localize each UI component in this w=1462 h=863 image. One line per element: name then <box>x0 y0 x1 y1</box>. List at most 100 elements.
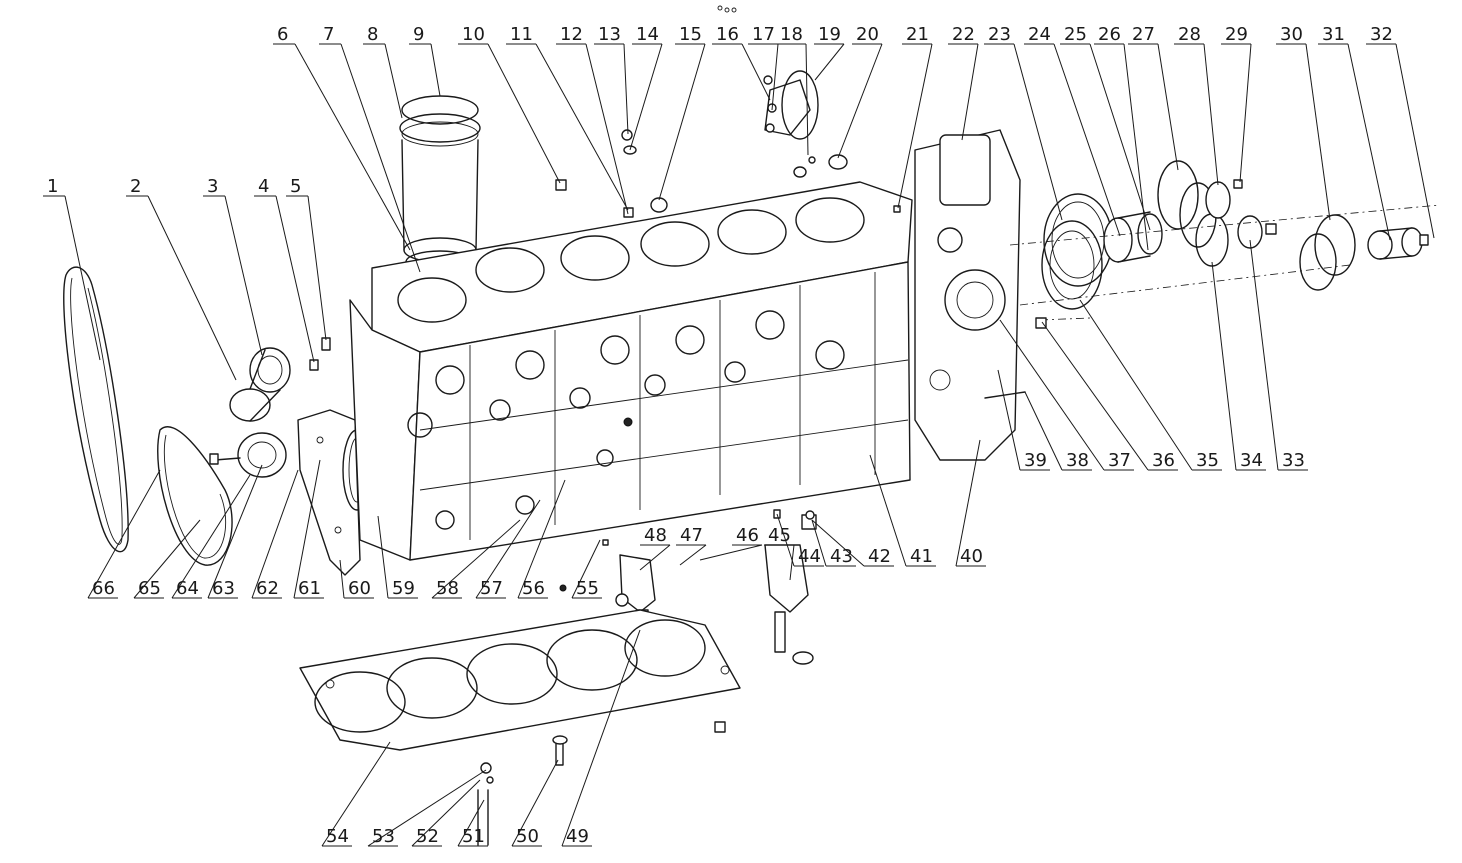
callout-leader-line <box>805 43 809 156</box>
parts-drawing <box>63 70 1441 846</box>
callout-leader-line <box>1024 391 1063 471</box>
callout-10: 10 <box>458 24 561 184</box>
callout-leader-line <box>224 195 263 356</box>
callout-31: 31 <box>1318 24 1391 241</box>
callout-45: 45 <box>764 525 795 581</box>
callout-leader-line <box>561 629 641 847</box>
callout-leader-line <box>1157 43 1179 171</box>
callout-number: 52 <box>416 826 439 847</box>
callout-60: 60 <box>339 559 374 599</box>
callout-number: 58 <box>436 578 459 599</box>
part-fitting-11 <box>623 207 634 218</box>
callout-29: 29 <box>1221 24 1252 183</box>
callout-number: 57 <box>480 578 503 599</box>
callout-leader-line <box>294 43 411 251</box>
part-tube-51 <box>477 762 494 846</box>
callout-leader-line <box>321 741 391 847</box>
callout-number: 44 <box>798 546 821 567</box>
callout-leader-line <box>1013 43 1063 221</box>
callout-number: 49 <box>566 826 589 847</box>
callout-number: 50 <box>516 826 539 847</box>
callout-23: 23 <box>984 24 1063 221</box>
callout-number: 45 <box>768 525 791 546</box>
part-cover-plate-16 <box>763 70 819 164</box>
callout-13: 13 <box>594 24 629 135</box>
callout-25: 25 <box>1060 24 1151 231</box>
callout-number: 61 <box>298 578 321 599</box>
callout-leader-line <box>811 519 827 567</box>
callout-leader-line <box>811 519 865 567</box>
callout-32: 32 <box>1366 24 1435 239</box>
part-ring-14 <box>623 145 637 155</box>
callout-leader-line <box>339 559 345 599</box>
callout-number: 40 <box>960 546 983 567</box>
callout-number: 48 <box>644 525 667 546</box>
callout-number: 64 <box>176 578 199 599</box>
callout-15: 15 <box>658 24 706 201</box>
callout-leader-line <box>869 454 907 567</box>
callout-number: 25 <box>1064 24 1087 45</box>
callout-leader-line <box>1089 43 1151 231</box>
part-bolt-50 <box>552 735 568 766</box>
callout-leader-line <box>1211 261 1237 471</box>
callout-1: 1 <box>43 176 101 361</box>
callout-number: 27 <box>1132 24 1155 45</box>
callout-28: 28 <box>1174 24 1219 186</box>
part-idler-pulley <box>209 432 287 478</box>
callout-number: 15 <box>679 24 702 45</box>
part-bolt-small <box>714 721 726 733</box>
callout-43: 43 <box>811 519 856 567</box>
callout-number: 31 <box>1322 24 1345 45</box>
callout-11: 11 <box>506 24 629 211</box>
callout-leader-line <box>1347 43 1391 241</box>
part-cap-15 <box>650 197 668 213</box>
callout-leader-line <box>679 544 707 566</box>
part-bearing-cap-45 <box>764 544 814 665</box>
callout-leader-line <box>776 513 795 567</box>
callout-63: 63 <box>207 464 263 599</box>
callout-2: 2 <box>126 176 237 381</box>
callout-19: 19 <box>814 24 845 81</box>
callout-number: 17 <box>752 24 775 45</box>
callout-number: 65 <box>138 578 161 599</box>
callout-33: 33 <box>1249 239 1308 471</box>
callout-number: 56 <box>522 578 545 599</box>
callout-leader-line <box>999 319 1105 471</box>
callout-8: 8 <box>363 24 403 119</box>
part-hub-33 <box>1237 215 1277 249</box>
callout-number: 38 <box>1066 450 1089 471</box>
part-belt-short <box>157 426 233 566</box>
callout-number: 13 <box>598 24 621 45</box>
callout-22: 22 <box>948 24 979 141</box>
callout-leader-line <box>307 195 327 341</box>
callout-leader-line <box>639 544 671 571</box>
callout-65: 65 <box>133 519 201 599</box>
callout-leader-line <box>275 195 315 363</box>
callout-leader-line <box>571 539 601 599</box>
callout-number: 23 <box>988 24 1011 45</box>
callout-number: 24 <box>1028 24 1051 45</box>
callout-leader-line <box>1249 239 1279 471</box>
callout-52: 52 <box>411 779 481 847</box>
part-shaft-31 <box>1367 227 1429 260</box>
part-bolt-36 <box>1035 317 1047 329</box>
callout-54: 54 <box>321 741 391 847</box>
callout-3: 3 <box>203 176 263 356</box>
callout-21: 21 <box>897 24 933 209</box>
callout-number: 39 <box>1024 450 1047 471</box>
callout-number: 8 <box>367 24 378 45</box>
callout-number: 7 <box>323 24 334 45</box>
callout-40: 40 <box>955 439 986 567</box>
callout-34: 34 <box>1211 261 1266 471</box>
callout-number: 26 <box>1098 24 1121 45</box>
callout-49: 49 <box>561 629 641 847</box>
callout-46: 46 <box>699 525 763 561</box>
callout-leader-line <box>517 479 566 599</box>
callout-44: 44 <box>776 513 824 567</box>
callout-number: 42 <box>868 546 891 567</box>
callout-62: 62 <box>251 469 299 599</box>
callout-number: 36 <box>1152 450 1175 471</box>
callout-26: 26 <box>1094 24 1149 251</box>
callout-48: 48 <box>639 525 671 571</box>
